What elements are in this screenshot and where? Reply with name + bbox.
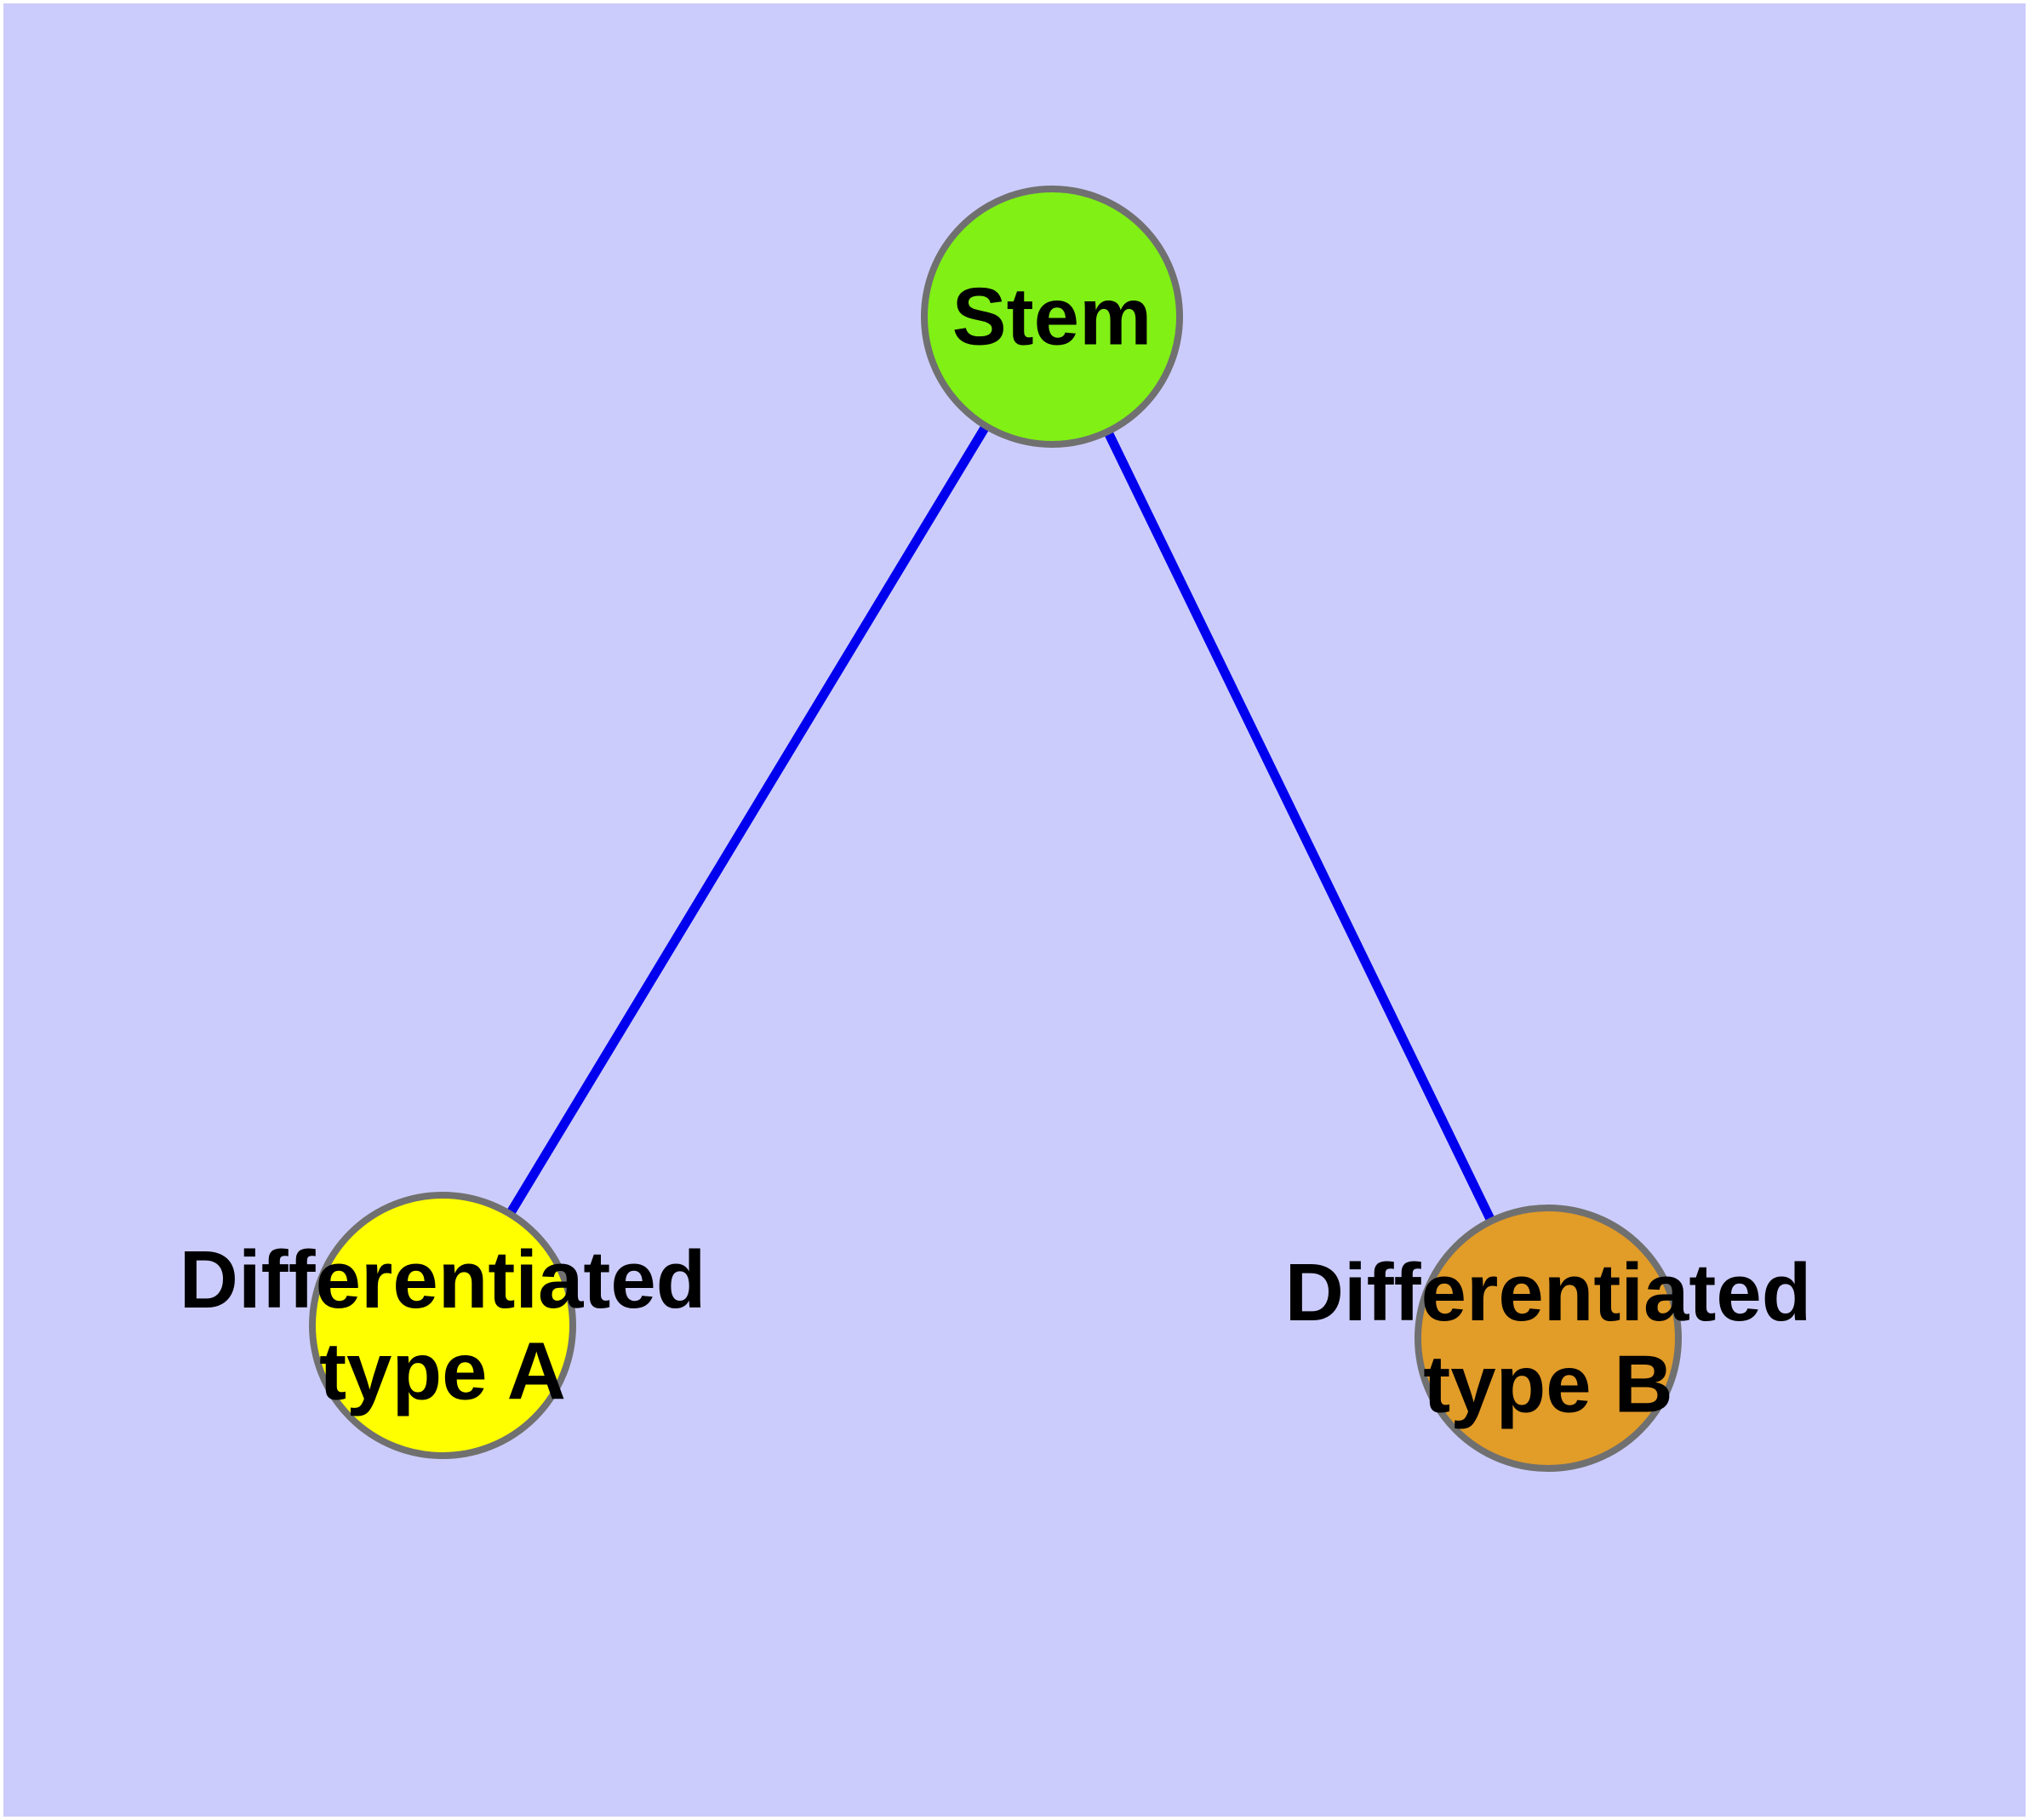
node-stem[interactable] (921, 186, 1183, 448)
edge-stem-diff-a[interactable] (504, 420, 992, 1221)
edge-layer (504, 420, 1497, 1228)
node-stem-label: Stem (952, 272, 1152, 363)
node-differentiated-type-a[interactable] (309, 1192, 576, 1459)
edge-stem-diff-b[interactable] (1102, 425, 1497, 1228)
node-layer (309, 186, 1682, 1472)
node-differentiated-type-b[interactable] (1415, 1205, 1682, 1472)
